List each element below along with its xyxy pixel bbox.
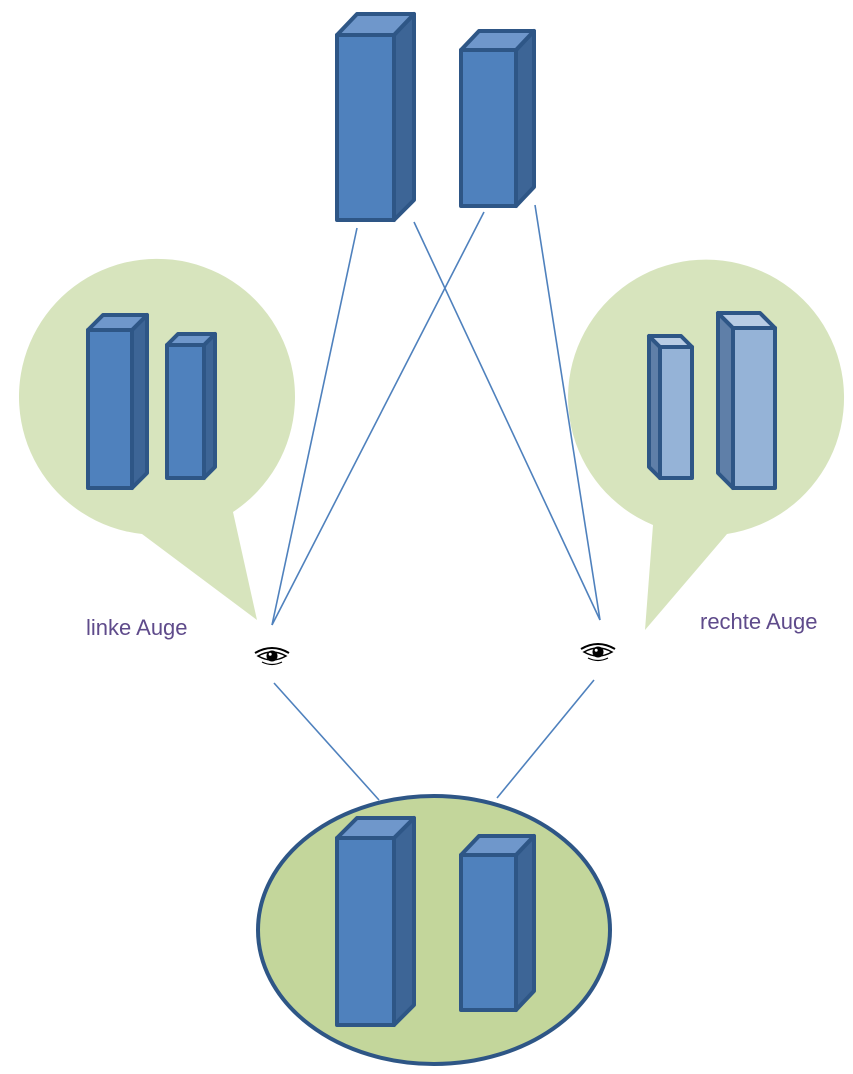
sight-line-left-to-brain	[273, 682, 380, 801]
right-bubble-shape	[568, 259, 845, 630]
sight-line-left-to-block2	[271, 211, 485, 626]
sight-line-right-to-block1	[413, 221, 601, 621]
left-eye-view-bubble	[18, 258, 295, 620]
sight-line-right-to-block2	[534, 204, 601, 621]
sight-line-right-to-brain	[496, 679, 595, 799]
right-view-block-large	[716, 311, 777, 490]
right-eye-view-bubble	[568, 259, 845, 630]
sight-line-left-to-block1	[271, 227, 358, 626]
combined-block-small	[459, 834, 536, 1012]
object-block-1	[335, 12, 416, 222]
left-view-block-small	[165, 332, 217, 480]
combined-perception-ellipse	[256, 794, 612, 1066]
left-eye-label: linke Auge	[86, 615, 188, 640]
combined-block-large	[335, 816, 416, 1027]
left-view-block-large	[86, 313, 149, 490]
object-block-2	[459, 29, 536, 208]
right-view-block-small	[647, 334, 694, 480]
right-eye-label: rechte Auge	[700, 609, 818, 634]
sight-lines	[271, 204, 601, 801]
combined-perception	[256, 794, 612, 1066]
left-bubble-shape	[18, 258, 295, 620]
eye-icon	[254, 647, 290, 666]
eye-icon	[580, 643, 616, 662]
